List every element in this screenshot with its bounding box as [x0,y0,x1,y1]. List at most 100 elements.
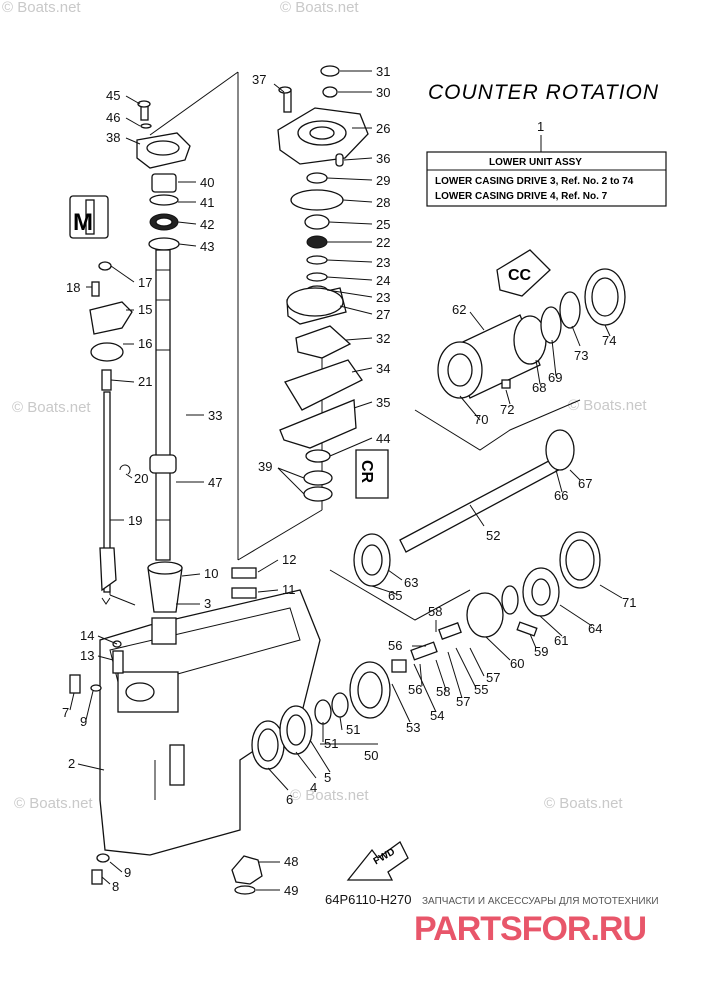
callout: 21 [138,374,152,389]
callout: 43 [200,239,214,254]
water-pump-group [277,65,369,502]
callout: 65 [388,588,402,603]
brand-name: PARTSFOR.RU [414,910,646,948]
callout: 9 [124,865,131,880]
callout: 20 [134,471,148,486]
callout: 19 [128,513,142,528]
callout: 56 [388,638,402,653]
shift-rod-group [69,195,133,605]
callout: 29 [376,173,390,188]
callout: 54 [430,708,444,723]
bearing-carrier-group [437,268,626,399]
callout: 71 [622,595,636,610]
callout: 56 [408,682,422,697]
callout: 27 [376,307,390,322]
callout: 36 [376,151,390,166]
callout: 49 [284,883,298,898]
watermark-layer: © Boats.net © Boats.net © Boats.net © Bo… [2,0,647,812]
callout: 51 [324,736,338,751]
lower-casing [99,589,321,856]
callout: 69 [548,370,562,385]
callout: 57 [456,694,470,709]
callout: 14 [80,628,94,643]
callout: 7 [62,705,69,720]
inset-cr: CR [355,449,389,499]
callout: 16 [138,336,152,351]
watermark: © Boats.net [2,0,81,16]
leader-lines [69,70,623,891]
callout: 37 [252,72,266,87]
callout: 26 [376,121,390,136]
callout: 55 [474,682,488,697]
callout: 45 [106,88,120,103]
callout: 46 [106,110,120,125]
callout: 73 [574,348,588,363]
callout: 67 [578,476,592,491]
lower-bearings-left [69,561,257,885]
callout: 58 [436,684,450,699]
callout: 74 [602,333,616,348]
watermark: © Boats.net [280,0,359,16]
cr-mark: CR [358,460,375,484]
callout: 6 [286,792,293,807]
callout: 24 [376,273,390,288]
callout: 23 [376,290,390,305]
watermark: © Boats.net [290,787,369,804]
callout: 12 [282,552,296,567]
inset-m: M [73,209,93,236]
callout: 70 [474,412,488,427]
callout: 61 [554,633,568,648]
callout: 51 [346,722,360,737]
callout: 58 [428,604,442,619]
watermark: © Boats.net [14,795,93,812]
callout: 25 [376,217,390,232]
callout: 8 [112,879,119,894]
assembly-line-1: LOWER CASING DRIVE 3, Ref. No. 2 to 74 [435,176,634,187]
m-mark: M [73,209,93,236]
callout: 31 [376,64,390,79]
propeller-shaft-group [353,429,601,589]
watermark: © Boats.net [568,397,647,414]
callout: 44 [376,431,390,446]
callout: 15 [138,302,152,317]
gear-assembly [349,567,560,719]
callout: 33 [208,408,222,423]
watermark: © Boats.net [12,399,91,416]
brand-tagline: ЗАПЧАСТИ И АКСЕССУАРЫ ДЛЯ МОТОТЕХНИКИ [422,896,659,907]
callout: 50 [364,748,378,763]
callout-labels: 31 30 37 26 36 29 28 25 22 23 24 23 27 3… [62,64,636,898]
cc-mark: CC [508,267,532,284]
assembly-header: LOWER UNIT ASSY [489,157,582,168]
watermark: © Boats.net [544,795,623,812]
callout: 10 [204,566,218,581]
upper-bearing-housing [136,100,191,251]
callout: 64 [588,621,602,636]
callout: 23 [376,255,390,270]
callout: 40 [200,175,214,190]
callout: 13 [80,648,94,663]
callout-1: 1 [537,119,544,134]
callout: 39 [258,459,272,474]
callout: 4 [310,780,317,795]
callout: 9 [80,714,87,729]
callout: 60 [510,656,524,671]
callout: 34 [376,361,390,376]
callout: 5 [324,770,331,785]
callout: 57 [486,670,500,685]
callout: 66 [554,488,568,503]
callout: 52 [486,528,500,543]
fwd-arrow: FWD [346,841,409,881]
inset-cc: CC [496,249,551,297]
callout: 38 [106,130,120,145]
callout: 59 [534,644,548,659]
callout: 18 [66,280,80,295]
callout: 41 [200,195,214,210]
brand-logo: ЗАПЧАСТИ И АКСЕССУАРЫ ДЛЯ МОТОТЕХНИКИ PA… [414,896,659,948]
callout: 72 [500,402,514,417]
assembly-line-2: LOWER CASING DRIVE 4, Ref. No. 7 [435,191,608,202]
callout: 30 [376,85,390,100]
callout: 11 [282,582,296,597]
callout: 28 [376,195,390,210]
callout: 3 [204,596,211,611]
